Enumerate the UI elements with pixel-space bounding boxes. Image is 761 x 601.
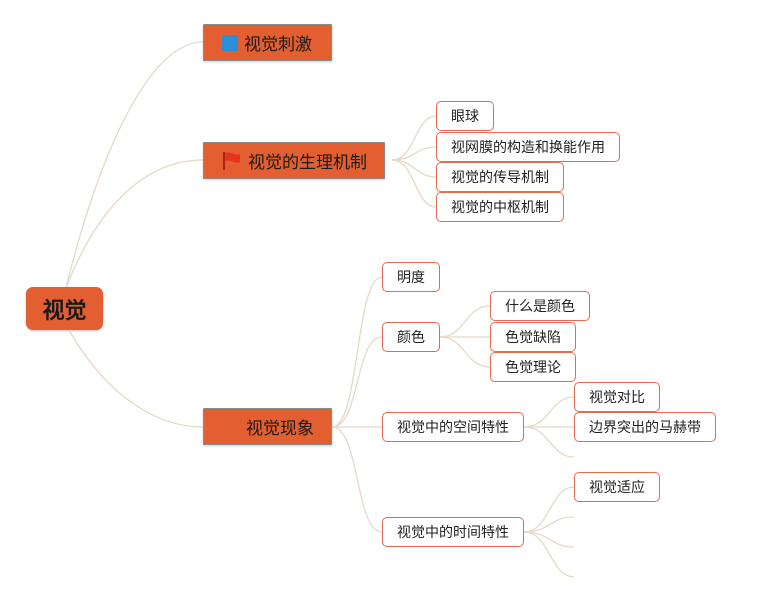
leaf-label: 眼球 <box>451 109 479 125</box>
leaf-label: 视觉中的时间特性 <box>397 525 509 541</box>
leaf-mach-bands[interactable]: 边界突出的马赫带 <box>574 412 716 442</box>
connector-color-theory <box>439 336 491 368</box>
blue-square-icon <box>222 34 238 51</box>
connector-root-physiology <box>65 159 204 289</box>
branch-visual-phenomena[interactable]: 视觉现象 <box>203 408 332 445</box>
connector-phenomena-brightness <box>331 276 383 428</box>
connector-temporal-empty-2 <box>523 531 575 548</box>
leaf-color-theory[interactable]: 色觉理论 <box>490 352 576 382</box>
leaf-conduction-mechanism[interactable]: 视觉的传导机制 <box>436 162 564 192</box>
connector-physiology-retina <box>391 146 437 161</box>
leaf-visual-contrast[interactable]: 视觉对比 <box>574 382 660 412</box>
leaf-temporal-characteristics[interactable]: 视觉中的时间特性 <box>382 517 524 547</box>
root-node-label: 视觉 <box>42 298 87 324</box>
leaf-label: 视觉中的空间特性 <box>397 420 509 436</box>
connector-physiology-conduction <box>391 159 437 178</box>
leaf-label: 视网膜的构造和换能作用 <box>451 140 605 156</box>
connector-spatial-contrast <box>523 396 575 428</box>
root-node[interactable]: 视觉 <box>26 287 103 330</box>
leaf-label: 视觉对比 <box>589 390 645 406</box>
red-flag-icon <box>223 151 240 170</box>
connector-temporal-adaptation <box>523 486 575 533</box>
leaf-brightness[interactable]: 明度 <box>382 262 440 292</box>
leaf-label: 视觉适应 <box>589 480 645 496</box>
leaf-label: 边界突出的马赫带 <box>589 420 701 436</box>
branch-label: 视觉刺激 <box>244 35 312 55</box>
connector-temporal-empty-1 <box>523 516 575 533</box>
connector-temporal-empty-3 <box>523 531 575 578</box>
leaf-eyeball[interactable]: 眼球 <box>436 101 494 131</box>
branch-physiological-mechanism[interactable]: 视觉的生理机制 <box>203 142 385 179</box>
connector-spatial-empty <box>523 426 575 458</box>
leaf-label: 视觉的传导机制 <box>451 170 549 186</box>
connector-phenomena-color <box>331 336 383 428</box>
leaf-color-deficiency[interactable]: 色觉缺陷 <box>490 322 576 352</box>
leaf-color[interactable]: 颜色 <box>382 322 440 352</box>
connector-physiology-central <box>391 159 437 208</box>
leaf-retina-structure[interactable]: 视网膜的构造和换能作用 <box>436 132 620 162</box>
leaf-label: 颜色 <box>397 330 425 346</box>
connector-physiology-eyeball <box>391 115 437 161</box>
leaf-what-is-color[interactable]: 什么是颜色 <box>490 291 590 321</box>
leaf-spatial-characteristics[interactable]: 视觉中的空间特性 <box>382 412 524 442</box>
leaf-visual-adaptation[interactable]: 视觉适应 <box>574 472 660 502</box>
leaf-label: 视觉的中枢机制 <box>451 200 549 216</box>
connector-root-phenomena <box>69 331 204 428</box>
branch-label: 视觉的生理机制 <box>248 153 367 173</box>
leaf-label: 色觉理论 <box>505 360 561 376</box>
branch-visual-stimulus[interactable]: 视觉刺激 <box>203 24 332 61</box>
leaf-label: 色觉缺陷 <box>505 330 561 346</box>
leaf-central-mechanism[interactable]: 视觉的中枢机制 <box>436 192 564 222</box>
leaf-label: 明度 <box>397 270 425 286</box>
connector-phenomena-temporal <box>331 426 383 533</box>
leaf-label: 什么是颜色 <box>505 299 575 315</box>
connector-root-stimulus <box>65 41 204 289</box>
connector-color-what <box>439 305 491 338</box>
branch-label: 视觉现象 <box>246 419 314 439</box>
